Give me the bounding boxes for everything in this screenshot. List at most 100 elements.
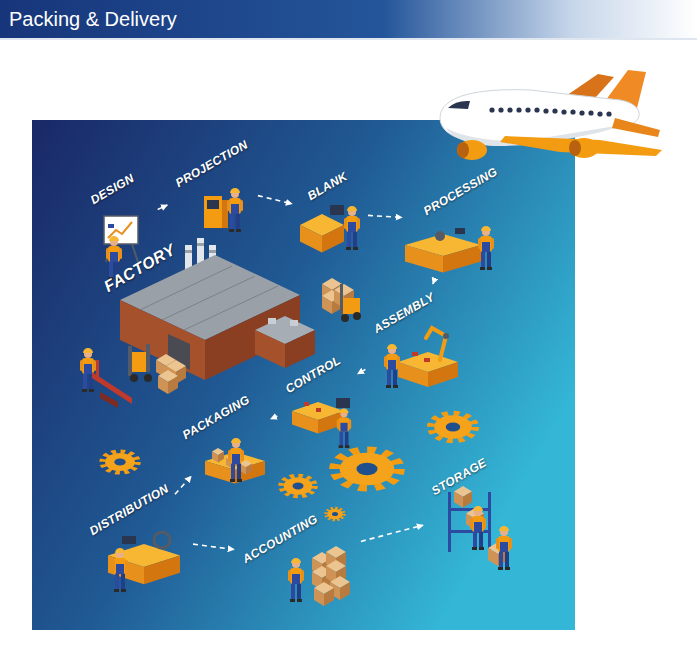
projection-station-part [204,196,222,228]
storage-station-part [454,486,472,508]
control-station-part [337,408,351,448]
station-label: DESIGN [88,171,136,207]
airplane [440,70,662,160]
forklift [128,344,186,394]
assembly-station-part [412,352,418,356]
storage-station-part [448,508,491,511]
header-bar-part [0,38,697,40]
header-bar [0,0,697,40]
flow-arrow [358,369,366,374]
airplane-part-part [570,109,575,114]
forklift [322,278,361,322]
gears-part [326,508,344,520]
station-label: PROJECTION [173,137,250,190]
page-title: Packing & Delivery [9,7,177,31]
flow-arrow [158,205,168,209]
storage-station-part [448,530,491,533]
flow-arrow [258,196,292,204]
airplane-part-part [561,109,566,114]
processing-station-part [435,231,445,241]
distribution-station-part [154,532,170,548]
assembly-station-part [443,333,449,339]
gears-part [282,476,315,496]
station-label: PROCESSING [421,164,500,218]
station: DISTRIBUTION [84,478,190,595]
assembly-station-part [398,352,458,387]
forklift-part [146,344,150,372]
flow-arrow [368,215,402,217]
airplane-part-part [498,107,503,112]
forklift-part [130,374,138,382]
accounting-station-part [288,558,304,602]
forklift-part [158,370,178,394]
airplane-part [440,90,639,144]
accounting-station-part [314,582,334,606]
processing-station-part [455,228,465,234]
storage-station-part [496,526,512,570]
storage-station-part [448,492,451,552]
station-label: DISTRIBUTION [87,481,171,538]
airplane-part-part [516,107,521,112]
factory-building-part [285,330,315,368]
blank-station [300,205,360,253]
airplane-part-part [543,108,548,113]
factory-building-part [255,330,285,368]
station: PACKAGING [177,389,268,493]
packaging-station-part [212,448,224,462]
header-bar-part [0,0,697,38]
airplane-part [457,140,487,160]
station: STORAGE [426,452,517,573]
station: ASSEMBLY [368,287,460,395]
airplane-part-part [507,107,512,112]
distribution-station [108,532,180,592]
factory-building-part [268,318,276,324]
blank-station-part [344,206,360,250]
airplane-part-part [489,107,494,112]
station-label: CONTROL [283,353,343,396]
station: CONTROL [280,350,355,445]
station: ACCOUNTING [237,509,358,607]
control-station-part [304,402,309,406]
distribution-station-part [122,536,136,544]
factory-building-part [162,276,255,320]
blank-station-part [330,205,344,215]
gears [103,414,475,521]
factory-building-part [140,266,232,310]
processing-station-part [478,226,494,270]
panel-ground [32,120,575,630]
pallet-jack-worker-part [96,360,99,378]
factory-building-part [185,250,192,253]
control-station [292,398,351,448]
packaging-station-part [240,460,252,474]
assembly-station [384,328,458,388]
forklift-part [144,374,152,382]
airplane-part [448,101,470,109]
station-label: ASSEMBLY [371,290,437,336]
gears-part [336,450,399,488]
flow-arrow [361,525,423,541]
packaging-station-part [228,438,244,482]
design-station-part [104,216,138,244]
design-station-part [108,224,114,228]
pallet-jack-worker [80,348,132,408]
gears-part [103,452,138,473]
airplane-part [569,138,599,158]
storage-station [448,486,512,570]
forklift-part [128,346,132,376]
station-label: STORAGE [429,455,489,498]
assembly-station-part [426,328,446,360]
pallet-jack-worker-part [100,392,118,408]
packaging-station [205,438,265,484]
control-station-part [336,398,350,408]
flow-arrow [193,544,234,549]
station-label: PACKAGING [180,392,252,442]
airplane-part-part [606,111,611,116]
storage-station-part [488,492,491,552]
control-station-part [316,408,321,412]
forklift-part [340,284,343,314]
station-label: BLANK [305,169,350,203]
flow-arrow [432,283,434,284]
station-label: ACCOUNTING [240,512,320,566]
gears-part [431,414,475,441]
